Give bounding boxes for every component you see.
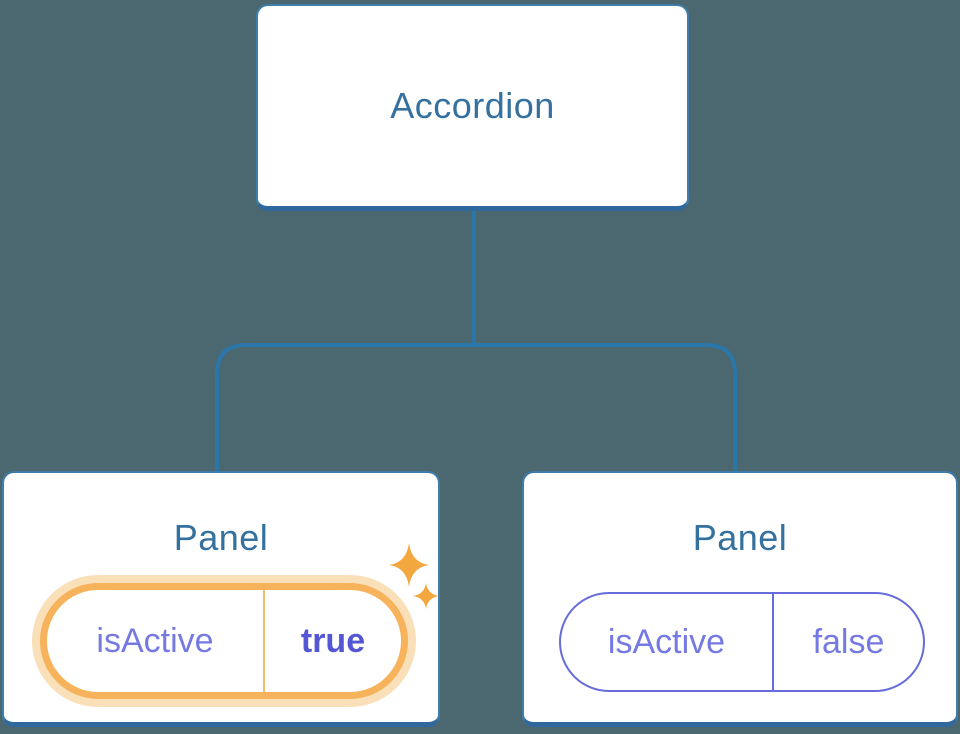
connector-branch <box>215 343 737 471</box>
node-accordion: Accordion <box>256 4 689 211</box>
accordion-label: Accordion <box>390 85 555 126</box>
prop-pill-active: isActive true <box>40 583 408 699</box>
pill-divider <box>772 594 774 690</box>
panel-label: Panel <box>692 517 788 558</box>
pill-divider <box>263 590 265 692</box>
prop-value: false <box>812 622 885 661</box>
prop-pill-inactive: isActive false <box>559 592 925 692</box>
node-panel-inactive: Panel isActive false <box>522 471 958 727</box>
sparkle-small <box>413 583 439 609</box>
panel-label: Panel <box>173 517 269 558</box>
prop-value: true <box>300 621 366 660</box>
prop-name: isActive <box>607 622 726 661</box>
prop-name: isActive <box>96 621 214 660</box>
node-panel-active: Panel isActive true <box>2 471 440 727</box>
